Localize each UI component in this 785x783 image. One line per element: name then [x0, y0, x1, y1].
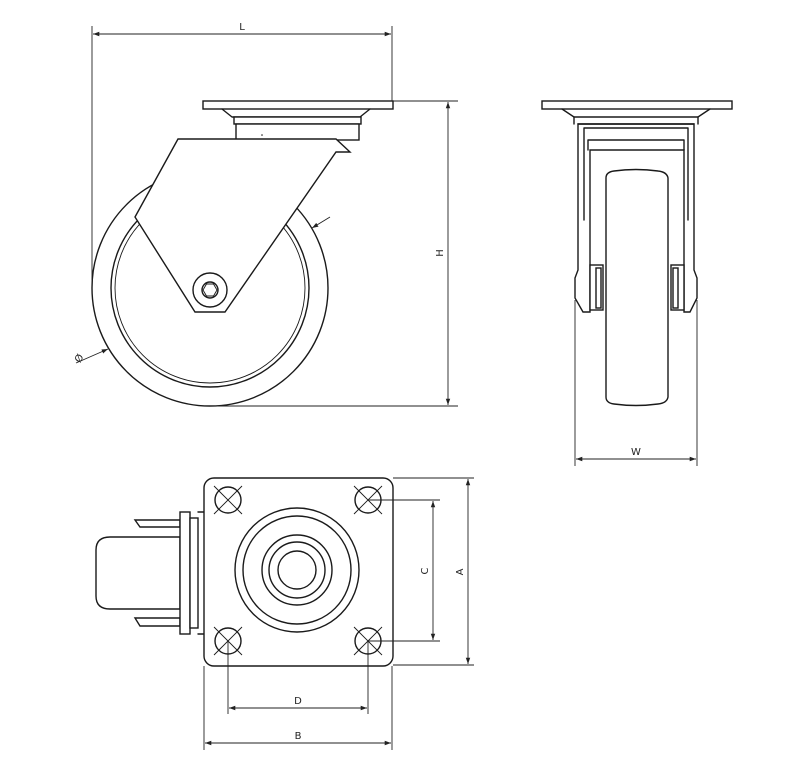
swivel-inner-ring [242, 515, 352, 625]
dimension-label-W: W [631, 447, 641, 458]
top-plate [202, 100, 394, 110]
dimension-W: W [574, 300, 698, 466]
dimension-C: C [368, 499, 440, 642]
kingpin-outer [261, 534, 333, 606]
dimension-label-H: H [435, 249, 446, 257]
fork-arm [134, 138, 352, 313]
axle-bolt-icon [201, 281, 219, 299]
front-wheel [605, 168, 669, 407]
dimension-label-A: A [455, 568, 466, 575]
axle-boss [192, 272, 228, 308]
kingpin-center [277, 550, 317, 590]
dimension-label-diameter: Ø [72, 352, 86, 365]
swivel-ring-upper [233, 116, 362, 125]
top-mounting-plate [203, 477, 394, 667]
top-view [95, 477, 394, 667]
side-view [91, 100, 394, 407]
front-top-plate [541, 100, 733, 110]
front-view [541, 100, 733, 407]
dimension-H: H [210, 100, 458, 407]
dimension-label-C: C [420, 567, 431, 574]
dimension-B: B [203, 666, 393, 750]
swivel-outer-ring [234, 507, 360, 633]
top-wheel-profile [95, 536, 181, 610]
bolt-hole-top-left [213, 485, 243, 515]
dimension-L: L [91, 22, 393, 280]
front-fork-inner [583, 127, 689, 221]
front-plate-taper [561, 108, 711, 118]
dimension-D: D [227, 641, 369, 714]
plate-taper [221, 108, 371, 118]
top-fork-bracket [179, 511, 191, 635]
dimension-label-B: B [295, 731, 302, 742]
kingpin-mid [268, 541, 326, 599]
dimension-label-D: D [294, 696, 302, 707]
dimension-A: A [393, 477, 474, 666]
dimension-label-L: L [239, 22, 245, 33]
swivel-ring-lower [235, 123, 360, 141]
